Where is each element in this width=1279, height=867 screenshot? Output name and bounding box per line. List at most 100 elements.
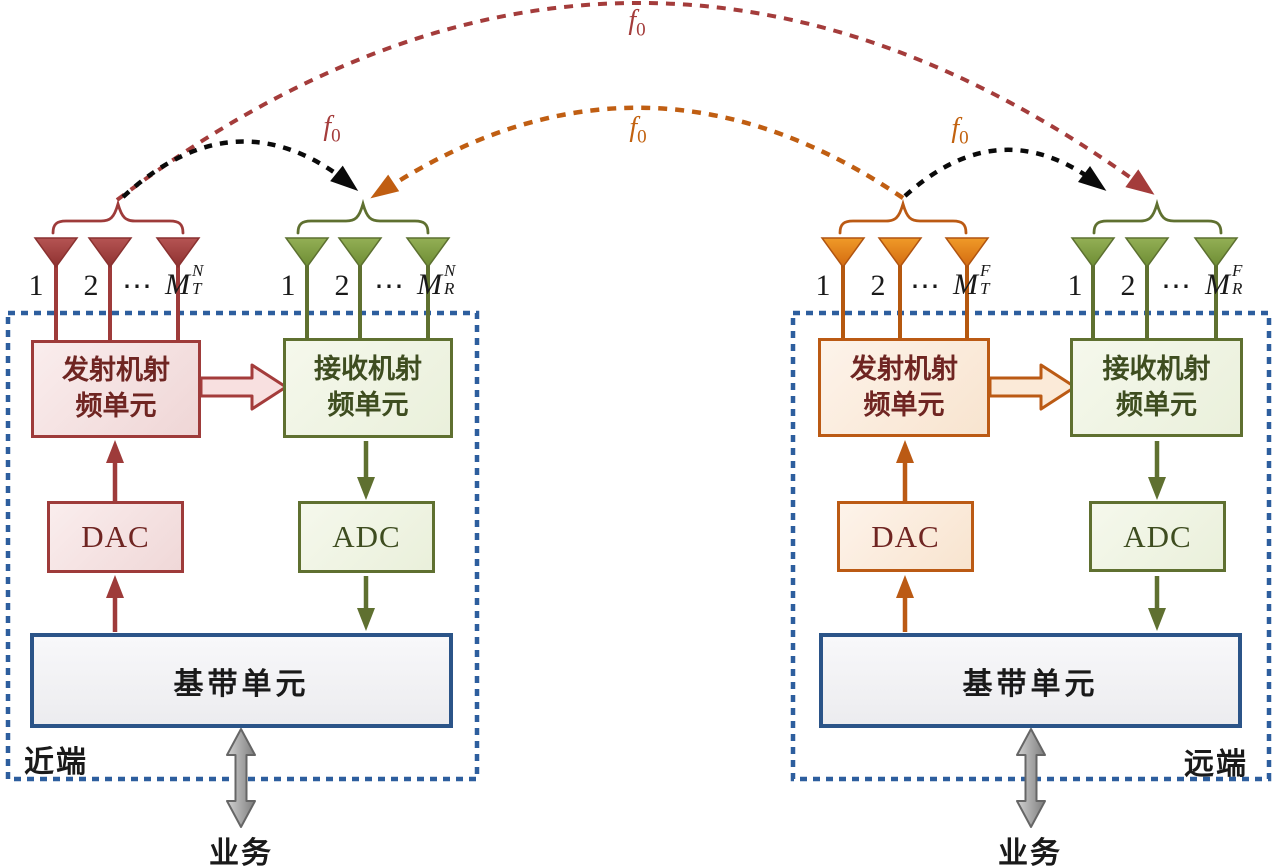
far-dac-box: DAC: [837, 501, 974, 572]
arc-near-tx-to-far-rx: [115, 0, 1147, 202]
far-end-connectors: [896, 363, 1166, 828]
m-sup-sub: N R: [444, 262, 455, 298]
far-tx-brace: [838, 198, 968, 235]
near-rx-antenna-count-label: M N R: [417, 262, 455, 302]
antenna-icon: [1070, 237, 1116, 269]
m-variable: M: [953, 268, 978, 301]
arc-near-tx-to-near-rx: [121, 139, 352, 199]
near-rx-rf-unit-box: 接收机射 频单元: [283, 338, 453, 438]
far-tx-antenna-dots: ⋯: [910, 270, 940, 303]
antenna-icon: [87, 237, 133, 269]
arrow-up-icon: [106, 575, 124, 598]
m-superscript: F: [1232, 261, 1243, 280]
m-subscript: T: [192, 278, 202, 298]
arrow-down-icon: [1148, 477, 1166, 500]
f-variable: f: [628, 5, 637, 36]
antenna-icon: [284, 237, 330, 269]
arrow-down-icon: [357, 608, 375, 631]
arc-far-tx-to-far-rx: [903, 147, 1100, 198]
near-end-label: 近端: [24, 746, 88, 779]
far-rx-brace: [1092, 198, 1223, 235]
near-rx-antenna-1-label: 1: [280, 269, 296, 302]
near-rx-rf-label-line2: 频单元: [327, 390, 409, 420]
antenna-icon: [1124, 237, 1170, 269]
near-tx-brace: [51, 198, 185, 235]
far-rx-antenna-count-label: M F R: [1205, 262, 1242, 302]
near-tx-antenna-dots: ⋯: [122, 270, 152, 303]
tx-to-rx-block-arrow: [199, 363, 288, 411]
arrow-down-icon: [1148, 608, 1166, 631]
near-rx-antenna-array: [284, 198, 451, 344]
arc-far-tx-to-near-rx: [378, 105, 905, 200]
near-tx-antenna-1-label: 1: [28, 269, 44, 302]
f0-label-far-local-arc: f0: [938, 113, 982, 150]
antenna-icon: [1193, 237, 1239, 269]
near-tx-rf-label-line2: 频单元: [75, 391, 157, 421]
tx-to-rx-block-arrow: [988, 363, 1077, 411]
near-tx-antenna-count-label: M N T: [165, 262, 203, 302]
f-variable: f: [951, 113, 960, 144]
m-superscript: N: [444, 261, 456, 280]
near-end-dashed-border: [5, 310, 480, 782]
far-rx-antenna-dots: ⋯: [1161, 270, 1191, 303]
far-service-label: 业务: [998, 837, 1062, 867]
f0-label-cross-orange-arc: f0: [616, 112, 660, 149]
arrowhead-crimson-icon: [1125, 169, 1155, 195]
m-sup-sub: F R: [1232, 262, 1242, 298]
antenna-icon: [877, 237, 923, 269]
far-end-dashed-border: [790, 310, 1272, 782]
near-service-label: 业务: [209, 837, 273, 867]
arrow-down-icon: [357, 477, 375, 500]
far-tx-antenna-1-label: 1: [815, 269, 831, 302]
arrowhead-black-icon: [1078, 165, 1107, 191]
antenna-icon: [337, 237, 383, 269]
antenna-icon: [405, 237, 451, 269]
far-adc-box: ADC: [1089, 501, 1226, 572]
f-subscript: 0: [637, 126, 647, 148]
m-variable: M: [165, 268, 190, 301]
arrowhead-black-icon: [330, 165, 359, 192]
arrow-up-icon: [106, 440, 124, 463]
m-superscript: N: [192, 261, 204, 280]
m-subscript: R: [1232, 278, 1243, 298]
sync-arcs: [115, 0, 1155, 202]
m-sup-sub: N T: [192, 262, 203, 298]
near-baseband-box: 基带单元: [30, 633, 453, 728]
f-subscript: 0: [636, 19, 646, 41]
f0-label-cross-crimson-arc: f0: [615, 5, 659, 42]
near-tx-rf-unit-box: 发射机射 频单元: [31, 340, 201, 438]
near-end-connectors: [106, 363, 375, 828]
far-rx-rf-unit-box: 接收机射 频单元: [1070, 338, 1243, 437]
far-tx-antenna-count-label: M F T: [953, 262, 990, 302]
baseband-to-service-double-arrow: [1016, 728, 1046, 828]
m-sup-sub: F T: [980, 262, 990, 298]
near-tx-rf-label-line1: 发射机射: [62, 355, 170, 386]
near-rx-antenna-2-label: 2: [334, 269, 350, 302]
f-subscript: 0: [331, 125, 341, 147]
f0-label-near-local-arc: f0: [310, 111, 354, 148]
f-variable: f: [323, 111, 332, 142]
arrow-up-icon: [896, 440, 914, 463]
near-tx-antenna-array: [33, 198, 201, 344]
m-variable: M: [1205, 268, 1230, 301]
near-rx-rf-label-line1: 接收机射: [314, 354, 422, 385]
near-tx-antenna-2-label: 2: [83, 269, 99, 302]
antenna-icon: [944, 237, 990, 269]
far-tx-rf-unit-box: 发射机射 频单元: [818, 338, 990, 437]
baseband-to-service-double-arrow: [226, 728, 256, 828]
antenna-icon: [155, 237, 201, 269]
far-rx-rf-label-line2: 频单元: [1116, 389, 1197, 420]
m-subscript: T: [980, 278, 990, 298]
antenna-icon: [33, 237, 79, 269]
far-end-label: 远端: [1184, 748, 1248, 781]
near-rx-brace: [296, 198, 430, 235]
m-superscript: F: [980, 261, 991, 280]
arrow-up-icon: [896, 575, 914, 598]
near-adc-box: ADC: [298, 501, 435, 573]
near-dac-box: DAC: [47, 501, 184, 573]
arrowhead-orange-icon: [370, 174, 400, 199]
far-tx-antenna-array: [820, 198, 990, 344]
m-subscript: R: [444, 278, 455, 298]
far-tx-rf-label-line2: 频单元: [863, 389, 945, 420]
